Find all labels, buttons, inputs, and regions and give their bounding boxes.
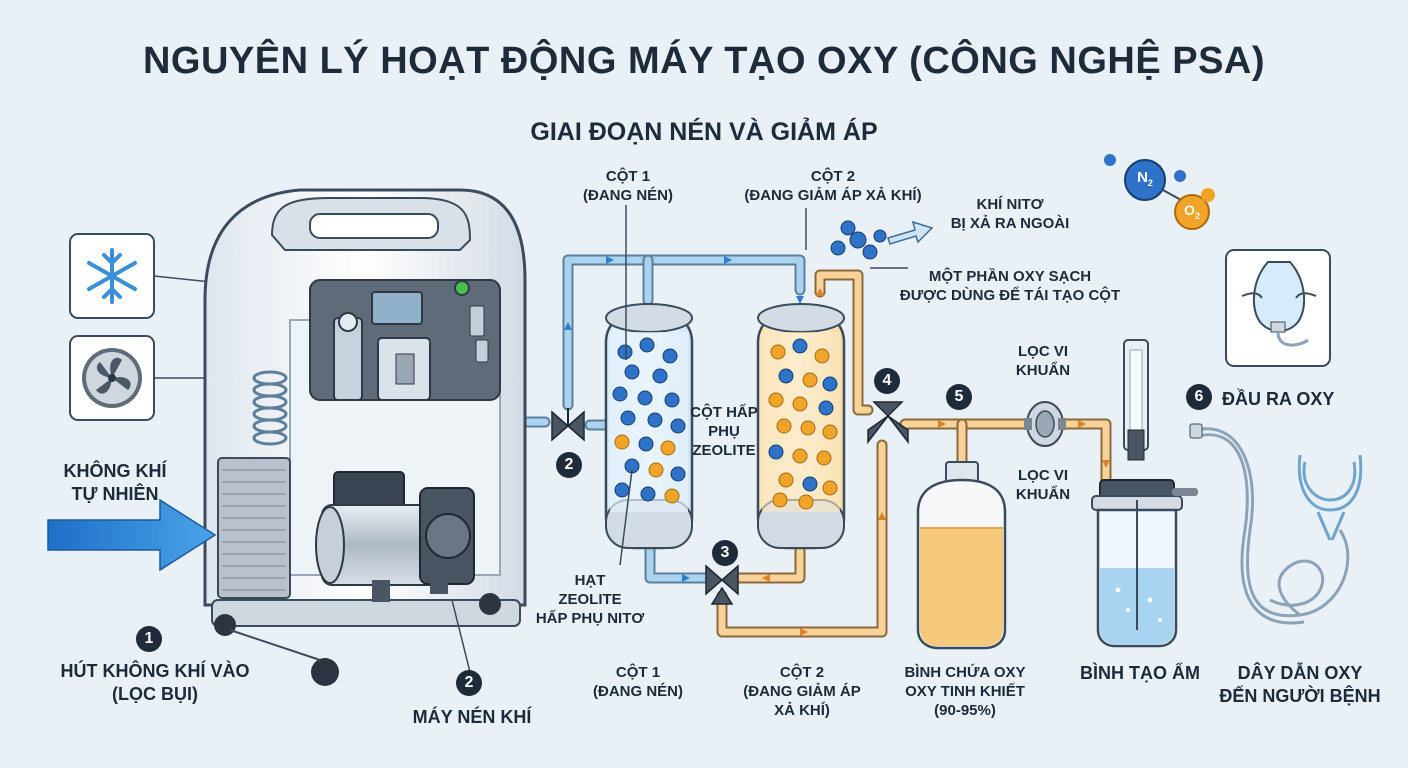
column1-top-label: CỘT 1 (ĐANG NÉN) (583, 168, 673, 204)
step-2-compressor-badge: 2 (456, 670, 482, 696)
valve-3 (705, 564, 739, 605)
molecule-icon (1104, 154, 1215, 230)
regen-label: MỘT PHẦN OXY SẠCH ĐƯỢC DÙNG ĐỂ TÁI TẠO C… (899, 268, 1121, 304)
pointer-lines (619, 205, 908, 566)
oxygen-tank (916, 461, 1007, 650)
zeolite-bed-label: CỘT HẤP PHỤ ZEOLITE (690, 404, 758, 459)
snowflake-icon (69, 233, 155, 319)
zeolite-bead (822, 376, 838, 392)
zeolite-bead (624, 364, 640, 380)
cooling-coil (252, 370, 288, 446)
zeolite-bead (772, 492, 788, 508)
step-6-badge: 6 (1186, 384, 1212, 410)
zeolite-bead (768, 444, 784, 460)
page-subtitle: GIAI ĐOẠN NÉN VÀ GIẢM ÁP (530, 118, 878, 146)
zeolite-bead (778, 368, 794, 384)
step1-label: HÚT KHÔNG KHÍ VÀO (LỌC BỤI) (60, 661, 250, 704)
zeolite-bead (617, 344, 633, 360)
valve-2 (551, 408, 585, 442)
oxygen-mask-icon (1225, 249, 1331, 367)
zeolite-bead (648, 462, 664, 478)
filter-bottom-label: LỌC VI KHUẨN (1015, 467, 1071, 503)
nitrogen-bubbles (830, 220, 887, 260)
zeolite-bead (670, 466, 686, 482)
column1-bottom-label: CỘT 1 (ĐANG NÉN) (593, 664, 683, 700)
filter-top-label: LỌC VI KHUẨN (1015, 343, 1071, 379)
zeolite-bead (614, 482, 630, 498)
valve-4 (867, 401, 909, 445)
tank-label: BÌNH CHỨA OXY OXY TINH KHIẾT (90-95%) (904, 664, 1026, 719)
zeolite-bead (660, 440, 676, 456)
zeolite-beads-label: HẠT ZEOLITE HẤP PHỤ NITƠ (535, 572, 645, 627)
zeolite-bead (776, 418, 792, 434)
zeolite-bead (778, 472, 794, 488)
zeolite-bead (768, 392, 784, 408)
air-in-label: KHÔNG KHÍ TỰ NHIÊN (63, 461, 167, 504)
zeolite-bead (822, 480, 838, 496)
nasal-cannula (1297, 454, 1363, 541)
oxygen-tubing (1195, 427, 1350, 625)
zeolite-bead (664, 392, 680, 408)
step-2-valve-badge: 2 (556, 452, 582, 478)
zeolite-bead (792, 448, 808, 464)
air-intake-arrow (47, 498, 217, 572)
zeolite-bead (814, 348, 830, 364)
step-1-badge: 1 (136, 626, 162, 652)
zeolite-bead (638, 436, 654, 452)
zeolite-bead (800, 420, 816, 436)
column2-top-label: CỘT 2 (ĐANG GIẢM ÁP XẢ KHÍ) (744, 168, 922, 204)
zeolite-bead (614, 434, 630, 450)
zeolite-bead (639, 337, 655, 353)
nitrogen-out-label: KHÍ NITƠ BỊ XẢ RA NGOÀI (950, 196, 1070, 232)
n2-molecule-label: N2 (1137, 169, 1153, 188)
zeolite-bead (647, 412, 663, 428)
zeolite-bead (664, 488, 680, 504)
o2-molecule-label: O2 (1184, 202, 1200, 221)
tubing-label: DÂY DẪN OXY ĐẾN NGƯỜI BỆNH (1219, 663, 1381, 706)
zeolite-bead (640, 486, 656, 502)
zeolite-bead (652, 368, 668, 384)
column-2-zeolite-beads (768, 338, 838, 510)
zeolite-bead (792, 396, 808, 412)
zeolite-bead (792, 338, 808, 354)
step-5-badge: 5 (946, 384, 972, 410)
zeolite-bead (670, 418, 686, 434)
page-title: NGUYÊN LÝ HOẠT ĐỘNG MÁY TẠO OXY (CÔNG NG… (142, 40, 1266, 82)
zeolite-bead (816, 450, 832, 466)
zeolite-bead (612, 386, 628, 402)
step-4-badge: 4 (874, 368, 900, 394)
nitrogen-out-arrow (887, 220, 934, 245)
zeolite-bead (818, 400, 834, 416)
zeolite-bead (802, 372, 818, 388)
step-3-badge: 3 (712, 540, 738, 566)
zeolite-bead (637, 390, 653, 406)
zeolite-bead (770, 344, 786, 360)
zeolite-bead (662, 348, 678, 364)
column-1-zeolite-beads (612, 337, 686, 504)
zeolite-bead (822, 424, 838, 440)
zeolite-bead (798, 494, 814, 510)
compressor-label: MÁY NÉN KHÍ (412, 707, 532, 727)
zeolite-bead (620, 410, 636, 426)
oxygen-concentrator-machine (203, 188, 527, 686)
zeolite-bead (802, 476, 818, 492)
column2-bottom-label: CỘT 2 (ĐANG GIẢM ÁP XẢ KHÍ) (743, 664, 861, 719)
humidifier (1091, 339, 1198, 648)
flow-arrows-orange (762, 288, 1110, 636)
air-compressor (315, 471, 475, 602)
bacterial-filter (1024, 401, 1066, 447)
humidifier-label: BÌNH TẠO ẨM (1080, 663, 1200, 683)
oxygen-outlet-label: ĐẦU RA OXY (1222, 389, 1335, 409)
fan-icon (69, 335, 155, 421)
